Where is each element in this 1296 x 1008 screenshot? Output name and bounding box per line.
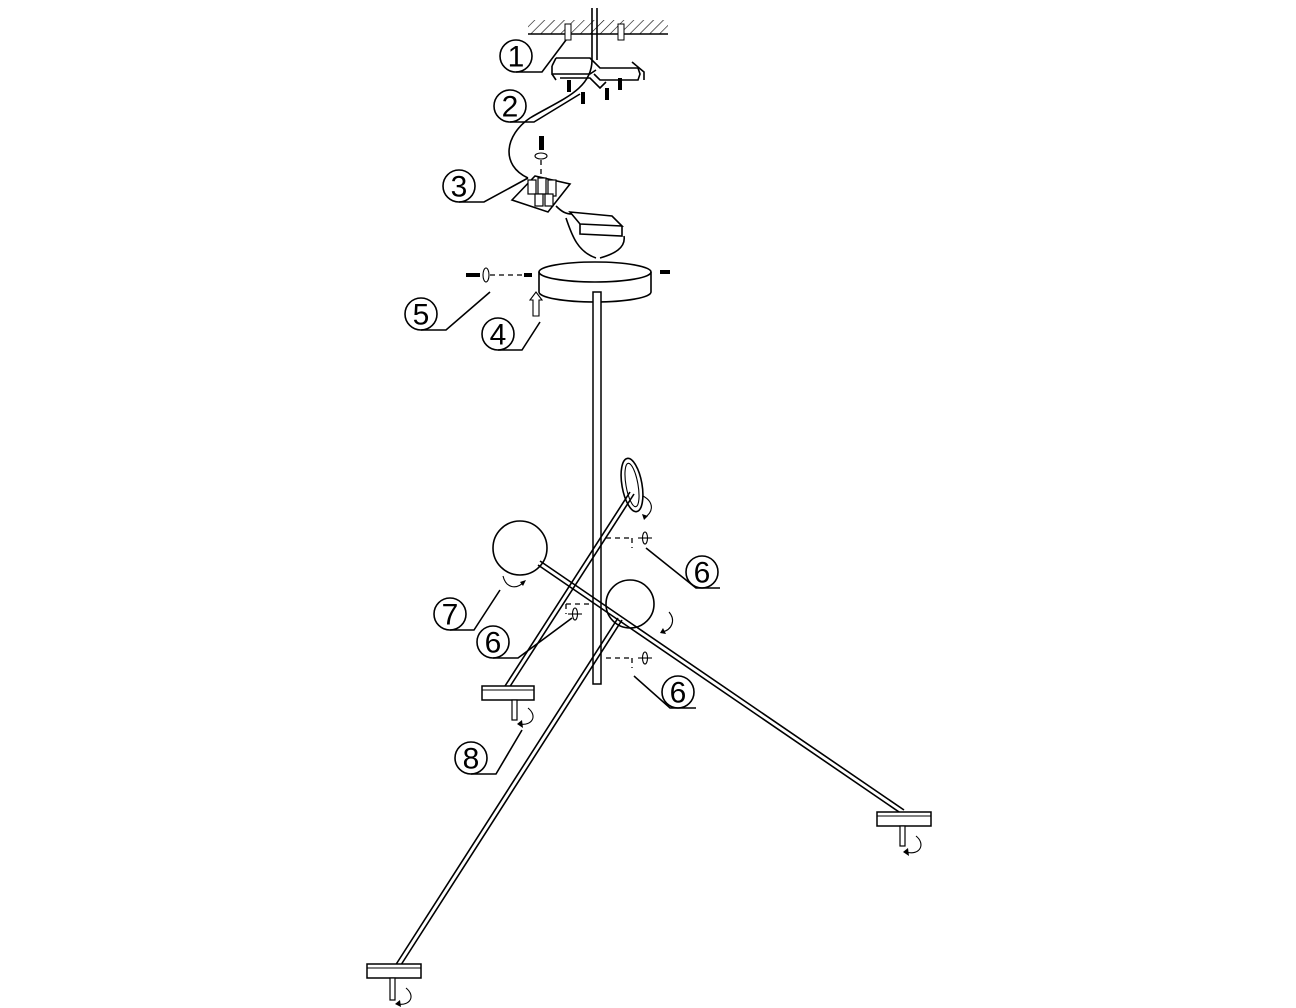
callout-4: 4 [481,317,541,352]
ceiling [528,20,668,41]
callout-3: 3 [442,169,529,204]
callout-1: 1 [499,39,567,74]
callout-number: 1 [508,41,525,74]
mounting-screw-icon [567,78,622,104]
led-driver [555,205,625,259]
callout-number: 2 [502,91,519,124]
callout-5: 5 [404,291,491,332]
callout-6-upper: 6 [645,547,720,590]
callout-6-lower: 6 [633,675,696,710]
disc-shade [620,457,644,513]
callout-2: 2 [493,89,581,124]
counterweight-base-bottom [366,963,422,1007]
central-stem [592,291,602,685]
globe-shade-right [605,579,655,629]
callout-number: 5 [413,299,430,332]
callout-8: 8 [454,729,523,776]
set-screw-icon [466,267,532,283]
callout-7: 7 [433,589,501,632]
callout-number: 3 [451,171,468,204]
callout-number: 8 [463,743,480,776]
callout-6-middle: 6 [476,617,573,660]
joint-screw-icon [565,531,652,668]
arm-long-right [537,560,905,815]
arm-upper-left [504,491,635,689]
canopy [538,261,670,303]
callout-number: 6 [670,677,687,710]
arrow-up-icon [528,291,544,317]
callout-number: 6 [694,557,711,590]
globe-shade-left [492,520,548,576]
power-cable [508,8,593,179]
callout-number: 6 [485,627,502,660]
mounting-bracket [551,57,645,90]
counterweight-base-right [876,811,932,856]
rotate-arrow-icon [502,495,674,634]
callout-number: 7 [442,599,459,632]
callout-number: 4 [490,319,507,352]
counterweight-base-left [481,685,535,728]
terminal-block [510,136,572,213]
arm-long-left [394,617,623,969]
